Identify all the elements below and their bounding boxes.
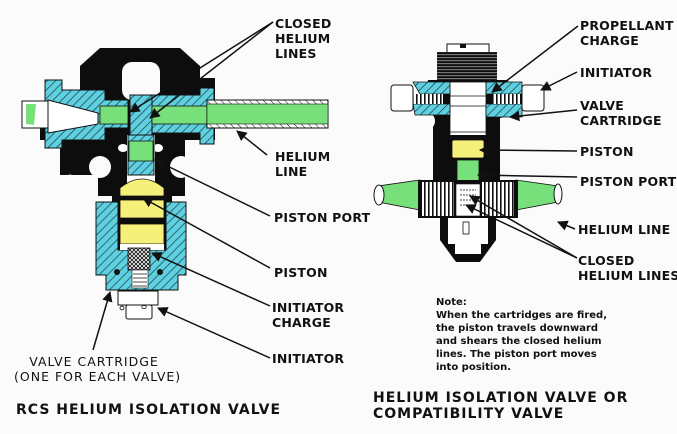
label-valve-cartridge-left: VALVE CARTRIDGE (ONE FOR EACH VALVE) [14, 354, 182, 384]
label-piston-left: PISTON [274, 265, 328, 280]
body-window [122, 62, 160, 100]
label-line: CLOSED [275, 16, 332, 31]
body-hole [89, 156, 111, 178]
note-line: into position. [436, 362, 512, 373]
leader-lines-left [92, 21, 274, 359]
note-line: When the cartridges are fired, [436, 310, 608, 321]
helium-passage-right [151, 105, 208, 125]
initiator-charge [127, 247, 151, 271]
label-line: INITIATOR [272, 300, 345, 315]
label-piston-port-right: PISTON PORT [580, 174, 677, 189]
label-line: CLOSED [578, 253, 635, 268]
label-line: VALVE [580, 98, 624, 113]
propellant-cap [437, 52, 497, 82]
title-compatibility-valve: HELIUM ISOLATION VALVE OR COMPATIBILITY … [373, 390, 628, 422]
helium-passage-left [99, 105, 129, 125]
label-closed-helium-lines-left: CLOSED HELIUM LINES [275, 16, 331, 61]
note-text: Note: When the cartridges are fired, the… [436, 296, 611, 374]
label-closed-helium-lines-right: CLOSED HELIUM LINES [578, 253, 677, 283]
piston-body [119, 199, 165, 219]
note-line: the piston travels downward [436, 323, 599, 334]
label-line: VALVE CARTRIDGE [29, 354, 159, 369]
label-piston-port-left: PISTON PORT [274, 210, 371, 225]
label-line: CHARGE [272, 315, 331, 330]
label-helium-line-right: HELIUM LINE [578, 222, 671, 237]
label-line: (ONE FOR EACH VALVE) [14, 369, 182, 384]
title-line: HELIUM ISOLATION VALVE OR [373, 390, 629, 406]
initiator-plug [117, 290, 159, 306]
label-line: LINES [275, 46, 317, 61]
initiator-right [521, 84, 545, 112]
label-initiator-charge: INITIATOR CHARGE [272, 300, 344, 330]
note-line: lines. The piston port moves [436, 349, 597, 360]
leader-lines-right [465, 25, 579, 259]
label-piston-right: PISTON [580, 144, 634, 159]
label-line: CHARGE [580, 33, 639, 48]
label-line: CARTRIDGE [580, 113, 662, 128]
piston-port-green [128, 140, 154, 162]
body-hole [170, 156, 192, 178]
label-line: HELIUM [275, 31, 331, 46]
label-initiator-left: INITIATOR [272, 351, 345, 366]
body-hole [66, 174, 74, 182]
compatibility-valve-drawing [373, 25, 579, 262]
label-helium-line-left: HELIUM LINE [275, 149, 330, 179]
label-line: HELIUM [275, 149, 331, 164]
label-line: LINE [275, 164, 308, 179]
label-valve-cartridge-right: VALVE CARTRIDGE [580, 98, 662, 128]
label-initiator-right: INITIATOR [580, 65, 653, 80]
piston-yellow [119, 178, 165, 197]
note-line: and shears the closed helium [436, 336, 602, 347]
initiator-left [390, 84, 414, 112]
title-line: COMPATIBILITY VALVE [373, 406, 565, 422]
rcs-helium-isolation-valve-drawing [21, 21, 329, 359]
label-propellant-charge: PROPELLANT CHARGE [580, 18, 674, 48]
piston-yellow-right [451, 139, 485, 159]
title-rcs-helium-isolation-valve: RCS HELIUM ISOLATION VALVE [16, 402, 282, 418]
valve-cartridge-housing [95, 201, 187, 291]
note-heading: Note: [436, 297, 467, 308]
label-line: HELIUM LINES [578, 268, 677, 283]
helium-line-right [515, 179, 559, 211]
label-line: PROPELLANT [580, 18, 674, 33]
